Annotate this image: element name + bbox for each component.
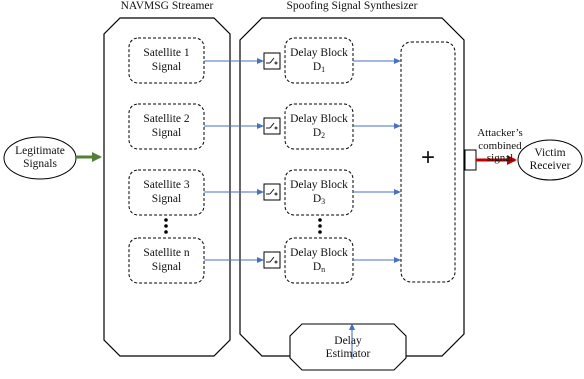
legitimate-signals-label: Legitimate Signals <box>4 140 76 176</box>
victim-receiver-node <box>517 139 583 181</box>
delay-subscript: 2 <box>321 130 326 140</box>
delay-symbol: D <box>312 60 322 73</box>
satellite-box <box>128 237 205 284</box>
delay-block-symbol: D2 <box>313 127 325 140</box>
output-line1: Attacker’s <box>477 127 523 139</box>
satellite-signal: Signal <box>151 260 182 273</box>
satellite-box <box>128 37 205 84</box>
victim-line1: Victim <box>534 146 566 159</box>
satellite-to-delay-arrows <box>204 58 264 263</box>
combiner-box <box>400 41 456 283</box>
legitimate-line2: Signals <box>23 158 57 170</box>
delay-block-label: Delay Block D2 <box>285 104 353 149</box>
delay-block-symbol: D3 <box>313 193 325 206</box>
satellite-label: Satellite 3 Signal <box>129 170 204 215</box>
switch-icons <box>263 52 281 269</box>
delay-estimator-label: Delay Estimator <box>290 326 406 370</box>
delay-subscript: 3 <box>321 196 326 206</box>
satellite-box <box>128 103 205 150</box>
satellite-label: Satellite 1 Signal <box>129 38 204 83</box>
delay-estimator-node <box>289 323 407 371</box>
delay-block-label: Delay Block Dn <box>285 238 353 283</box>
streamer-container <box>103 17 231 357</box>
legitimate-line1: Legitimate <box>15 144 65 157</box>
delay-block-label: Delay Block D1 <box>285 38 353 83</box>
estimator-line2: Estimator <box>325 348 371 360</box>
delay-block-title: Delay Block <box>290 179 348 192</box>
satellite-name: Satellite n <box>143 247 190 260</box>
satellite-label: Satellite n Signal <box>129 238 204 283</box>
delay-subscript: n <box>321 264 326 274</box>
output-signal-label: Attacker’s combined signal <box>468 127 532 167</box>
satellite-signal: Signal <box>151 60 182 73</box>
satellite-signal: Signal <box>151 192 182 205</box>
switch-icon <box>263 52 281 70</box>
switch-icon <box>263 251 281 269</box>
estimator-line1: Delay <box>334 334 362 347</box>
output-line2: combined <box>478 139 522 152</box>
delay-subscript: 1 <box>321 64 326 74</box>
delay-block-title: Delay Block <box>290 247 348 260</box>
delay-block-title: Delay Block <box>290 113 348 126</box>
satellite-boxes <box>128 37 205 284</box>
victim-receiver-label: Victim Receiver <box>518 143 582 177</box>
delay-symbol: D <box>312 260 322 273</box>
victim-line2: Receiver <box>529 160 571 172</box>
delay-symbol: D <box>312 126 322 139</box>
satellite-name: Satellite 1 <box>143 47 190 60</box>
delay-to-combiner-arrows <box>353 58 401 263</box>
satellite-label: Satellite 2 Signal <box>129 104 204 149</box>
output-line3: signal <box>486 152 514 165</box>
delay-block-title: Delay Block <box>290 47 348 60</box>
switch-icon <box>263 183 281 201</box>
delay-block-symbol: Dn <box>313 261 325 274</box>
combiner-plus-icon: + <box>420 144 435 171</box>
delay-block-label: Delay Block D3 <box>285 170 353 215</box>
streamer-title: NAVMSG Streamer <box>120 0 214 12</box>
satellite-box <box>128 169 205 216</box>
synthesizer-container <box>239 17 465 357</box>
vertical-ellipsis-icon <box>318 218 322 234</box>
satellite-signal: Signal <box>151 126 182 139</box>
switch-icon <box>263 117 281 135</box>
delay-block-symbol: D1 <box>313 61 325 74</box>
synthesizer-title: Spoofing Signal Synthesizer <box>286 0 418 12</box>
satellite-name: Satellite 3 <box>143 179 190 192</box>
satellite-name: Satellite 2 <box>143 113 190 126</box>
vertical-ellipsis-icon <box>164 218 168 234</box>
delay-symbol: D <box>312 192 322 205</box>
